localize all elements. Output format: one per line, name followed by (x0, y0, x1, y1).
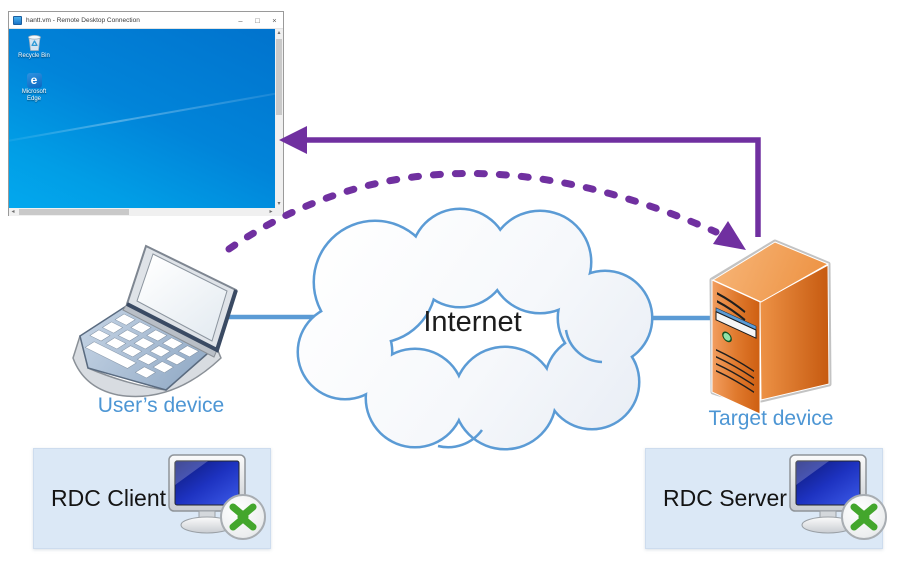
rdp-window[interactable]: hantt.vm - Remote Desktop Connection – □… (8, 11, 284, 216)
desktop-icon-recycle-bin[interactable]: Recycle Bin (14, 33, 54, 60)
desktop-icon-label: Recycle Bin (18, 53, 50, 59)
rdc-client-label: RDC Client (51, 485, 167, 511)
horizontal-scrollbar-thumb[interactable] (19, 209, 129, 215)
vertical-scrollbar-thumb[interactable] (276, 39, 282, 115)
vertical-scrollbar[interactable]: ▴ ▾ (275, 29, 283, 208)
scroll-left-icon[interactable]: ◂ (11, 209, 15, 215)
close-button[interactable]: × (272, 15, 277, 25)
target-device-label: Target device (708, 407, 834, 430)
rdc-server-box: RDC Server (645, 448, 883, 549)
laptop-illustration (72, 244, 238, 398)
scroll-down-icon[interactable]: ▾ (277, 201, 281, 207)
rdc-server-label: RDC Server (663, 485, 787, 511)
rdp-client-area: Recycle Bin e Microsoft Edge ▴ ▾ ◂ ▸ (9, 29, 283, 216)
desktop-icon-edge[interactable]: e Microsoft Edge (14, 73, 54, 103)
dashed-arrowhead (713, 221, 746, 250)
maximize-button[interactable]: □ (255, 15, 260, 25)
desktop-icon-label: Microsoft Edge (21, 89, 47, 102)
minimize-button[interactable]: – (238, 15, 243, 25)
edge-letter: e (30, 73, 38, 87)
remote-desktop[interactable]: Recycle Bin e Microsoft Edge (9, 29, 275, 208)
rdc-client-box: RDC Client (33, 448, 271, 549)
rdc-server-icon (787, 453, 891, 545)
scrollbar-corner (275, 208, 283, 216)
edge-icon: e (26, 73, 42, 88)
server-illustration (709, 239, 832, 415)
connection-arrow-dashed (225, 170, 746, 253)
horizontal-scrollbar[interactable]: ◂ ▸ (9, 208, 275, 216)
rdp-window-title: hantt.vm - Remote Desktop Connection (26, 16, 140, 24)
scroll-up-icon[interactable]: ▴ (277, 30, 281, 36)
display-response-arrow-solid (279, 126, 761, 237)
rdp-app-icon (13, 15, 22, 25)
user-device-label: User’s device (97, 394, 225, 417)
rdp-titlebar[interactable]: hantt.vm - Remote Desktop Connection – □… (9, 12, 283, 29)
recycle-bin-icon (27, 35, 41, 51)
internet-label: Internet (423, 306, 522, 338)
scroll-right-icon[interactable]: ▸ (269, 209, 273, 215)
rdc-client-icon (166, 453, 270, 545)
